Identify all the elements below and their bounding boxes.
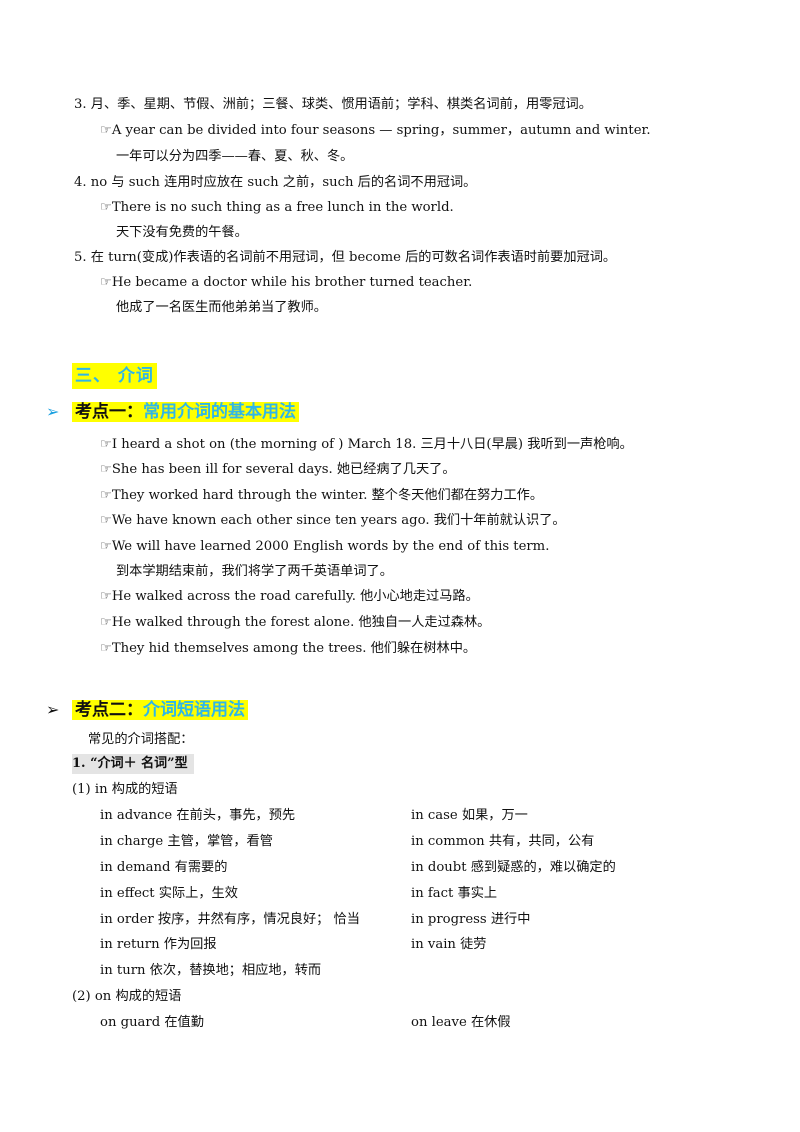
example-text: We have known each other since ten years… (111, 513, 566, 528)
phrase-item: in case 如果，万一 (411, 808, 528, 823)
rule-5-heading: 5. 在 turn(变成)作表语的名词前不用冠词，但 become 后的可数名词… (74, 250, 617, 265)
rule-5-translation: 他成了一名医生而他弟弟当了教师。 (116, 300, 327, 315)
kaodian-1-example: ☞We will have learned 2000 English words… (100, 538, 549, 556)
rule-4-example: ☞There is no such thing as a free lunch … (100, 199, 454, 217)
example-text: He became a doctor while his brother tur… (111, 275, 473, 290)
phrase-item: in vain 徒劳 (411, 937, 487, 952)
kaodian-1-example-translation: 到本学期结束前，我们将学了两千英语单词了。 (116, 564, 393, 579)
example-text: There is no such thing as a free lunch i… (111, 200, 454, 215)
kaodian-2-label: 考点二： (75, 700, 143, 720)
pointing-hand-icon: ☞ (100, 462, 112, 477)
pointing-hand-icon: ☞ (100, 488, 112, 503)
example-text: They hid themselves among the trees. 他们躲… (111, 641, 477, 656)
kaodian-1-example: ☞They worked hard through the winter. 整个… (100, 487, 543, 505)
kaodian-2-intro: 常见的介词搭配： (88, 732, 194, 747)
pointing-hand-icon: ☞ (100, 200, 112, 215)
on-phrases-heading: (2) on 构成的短语 (72, 989, 182, 1004)
kaodian-1-example: ☞We have known each other since ten year… (100, 512, 566, 530)
example-text: A year can be divided into four seasons … (111, 123, 651, 138)
kaodian-1-example: ☞They hid themselves among the trees. 他们… (100, 640, 476, 658)
kaodian-1-title: 常用介词的基本用法 (143, 402, 296, 422)
kaodian-1-example: ☞I heard a shot on (the morning of ) Mar… (100, 436, 633, 454)
rule-3-heading: 3. 月、季、星期、节假、洲前；三餐、球类、惯用语前；学科、棋类名词前，用零冠词… (74, 97, 592, 112)
phrase-item: in charge 主管，掌管，看管 (100, 834, 273, 849)
in-phrases-heading: (1) in 构成的短语 (72, 782, 178, 797)
rule-4-heading: 4. no 与 such 连用时应放在 such 之前，such 后的名词不用冠… (74, 175, 477, 190)
kaodian-1-example: ☞She has been ill for several days. 她已经病… (100, 461, 456, 479)
rule-3-example: ☞A year can be divided into four seasons… (100, 122, 651, 140)
example-text: We will have learned 2000 English words … (111, 539, 550, 554)
phrase-item: in fact 事实上 (411, 886, 498, 901)
section-3-title: 三、 介词 (72, 363, 157, 389)
example-text: He walked across the road carefully. 他小心… (111, 589, 479, 604)
kaodian-1-example: ☞He walked across the road carefully. 他小… (100, 588, 479, 606)
rule-5-example: ☞He became a doctor while his brother tu… (100, 274, 472, 292)
kaodian-1-heading: ➢ 考点一：常用介词的基本用法 (46, 399, 299, 425)
pointing-hand-icon: ☞ (100, 275, 112, 290)
pointing-hand-icon: ☞ (100, 539, 112, 554)
phrase-item: in demand 有需要的 (100, 860, 228, 875)
phrase-item: in order 按序，井然有序，情况良好； 恰当 (100, 912, 360, 927)
pointing-hand-icon: ☞ (100, 437, 112, 452)
phrase-item: in effect 实际上，生效 (100, 886, 238, 901)
phrase-item: in advance 在前头，事先，预先 (100, 808, 296, 823)
phrase-item: in doubt 感到疑惑的，难以确定的 (411, 860, 616, 875)
pointing-hand-icon: ☞ (100, 615, 112, 630)
phrase-item: on leave 在休假 (411, 1015, 511, 1030)
pointing-hand-icon: ☞ (100, 641, 112, 656)
example-text: I heard a shot on (the morning of ) Marc… (111, 437, 633, 452)
type-1-heading: 1. “介词＋ 名词”型 (72, 754, 194, 774)
pointing-hand-icon: ☞ (100, 123, 112, 138)
arrow-bullet-icon: ➢ (46, 402, 60, 421)
arrow-bullet-icon: ➢ (46, 700, 60, 719)
phrase-item: on guard 在值勤 (100, 1015, 204, 1030)
pointing-hand-icon: ☞ (100, 513, 112, 528)
kaodian-2-title: 介词短语用法 (143, 700, 245, 720)
kaodian-1-label: 考点一： (75, 402, 143, 422)
example-text: He walked through the forest alone. 他独自一… (111, 615, 491, 630)
pointing-hand-icon: ☞ (100, 589, 112, 604)
phrase-item: in common 共有，共同，公有 (411, 834, 595, 849)
example-text: She has been ill for several days. 她已经病了… (111, 462, 456, 477)
rule-4-translation: 天下没有免费的午餐。 (116, 225, 248, 240)
rule-3-translation: 一年可以分为四季——春、夏、秋、冬。 (116, 149, 354, 164)
kaodian-1-example: ☞He walked through the forest alone. 他独自… (100, 614, 490, 632)
phrase-item: in return 作为回报 (100, 937, 217, 952)
phrase-item: in turn 依次，替换地；相应地，转而 (100, 963, 322, 978)
example-text: They worked hard through the winter. 整个冬… (111, 488, 544, 503)
phrase-item: in progress 进行中 (411, 912, 531, 927)
kaodian-2-heading: ➢ 考点二：介词短语用法 (46, 697, 248, 723)
